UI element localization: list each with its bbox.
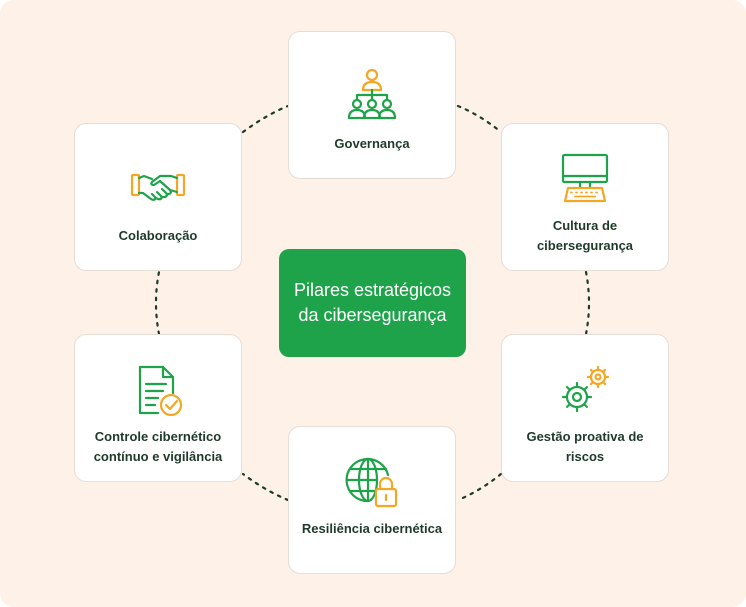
computer-icon <box>502 152 668 206</box>
document-check-icon <box>75 363 241 419</box>
connector-governanca-cultura <box>456 104 503 134</box>
globe-lock-icon <box>289 455 455 511</box>
pillar-label: Governança <box>334 136 410 151</box>
connector-colaboracao-governanca <box>241 104 290 134</box>
pillar-label: Colaboração <box>118 228 198 243</box>
connector-resiliencia-controle <box>241 472 290 502</box>
pillar-card-cultura: Cultura de cibersegurança <box>501 123 669 271</box>
pillar-label: Gestão proativa de riscos <box>526 429 644 464</box>
center-title-box: Pilares estratégicos da cibersegurança <box>279 249 466 357</box>
pillar-card-resiliencia: Resiliência cibernética <box>288 426 456 574</box>
pillar-card-governanca: Governança <box>288 31 456 179</box>
pillar-card-gestao: Gestão proativa de riscos <box>501 334 669 482</box>
connector-controle-colaboracao <box>154 270 161 336</box>
pillar-card-colaboracao: Colaboração <box>74 123 242 271</box>
org-chart-icon <box>289 68 455 122</box>
connector-gestao-resiliencia <box>456 472 503 502</box>
center-title: Pilares estratégicos da cibersegurança <box>293 280 452 325</box>
pillar-label: Cultura de cibersegurança <box>536 218 634 253</box>
gears-icon <box>502 363 668 417</box>
pillar-label: Resiliência cibernética <box>301 521 443 536</box>
connector-cultura-gestao <box>584 270 591 336</box>
pillar-card-controle: Controle cibernético contínuo e vigilânc… <box>74 334 242 482</box>
pillar-label: Controle cibernético contínuo e vigilânc… <box>93 429 223 464</box>
handshake-icon <box>75 171 241 201</box>
